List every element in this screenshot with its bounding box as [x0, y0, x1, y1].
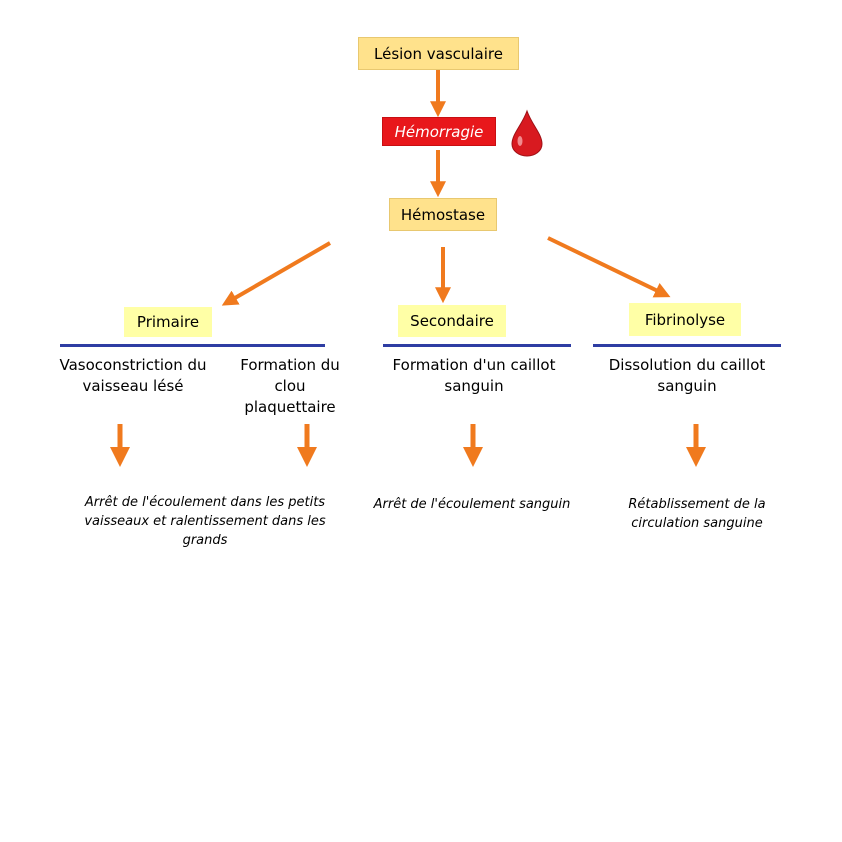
caillot-text: Formation d'un caillot sanguin: [392, 356, 556, 395]
secondaire-rule: [383, 344, 571, 347]
primaire-rule: [60, 344, 325, 347]
clou-plaquettaire-text: Formation du clou plaquettaire: [240, 356, 340, 416]
blood-drop-icon: [511, 109, 543, 157]
hemostase-box: Hémostase: [389, 198, 497, 231]
dissolution-text: Dissolution du caillot sanguin: [608, 356, 766, 395]
arrow-hemostase-to-primaire: [221, 241, 332, 306]
secondaire-result-text: Arrêt de l'écoulement sanguin: [373, 497, 571, 512]
hemorragie-box: Hémorragie: [382, 117, 496, 146]
secondaire-title: Secondaire: [398, 305, 506, 337]
fibrinolyse-title: Fibrinolyse: [629, 303, 741, 336]
arrow-hemostase-to-fibrinolyse: [547, 236, 671, 298]
lesion-vasculaire-box: Lésion vasculaire: [358, 37, 519, 70]
primaire-title: Primaire: [124, 307, 212, 337]
vasoconstriction-text: Vasoconstriction du vaisseau lésé: [59, 356, 207, 395]
fibrinolyse-rule: [593, 344, 781, 347]
fibrinolyse-result-text: Rétablissement de la circulation sanguin…: [628, 497, 766, 531]
primaire-result-text: Arrêt de l'écoulement dans les petits va…: [84, 495, 326, 548]
